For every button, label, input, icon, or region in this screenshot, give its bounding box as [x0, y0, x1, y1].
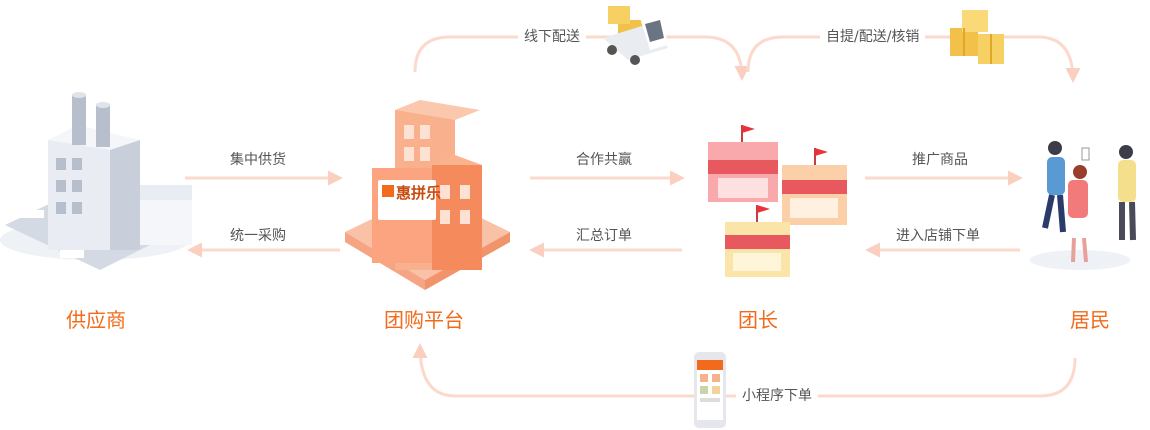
label-miniapp-order: 小程序下单 [736, 387, 818, 405]
delivery-truck-icon [603, 6, 668, 65]
node-supplier: 供应商 [66, 308, 126, 332]
label-leader-to-resident: 推广商品 [906, 151, 974, 169]
boxes-icon [950, 10, 1004, 64]
label-platform-to-supply: 统一采购 [224, 227, 292, 245]
label-offline-delivery: 线下配送 [518, 28, 586, 46]
arrow-pickup-delivery [746, 35, 1081, 83]
factory-icon [0, 92, 192, 270]
label-supply-to-platform: 集中供货 [224, 151, 292, 169]
label-pickup-delivery: 自提/配送/核销 [820, 28, 926, 46]
label-leader-to-platform: 汇总订单 [570, 227, 638, 245]
shop-icon [782, 148, 847, 225]
shop-icon [725, 205, 790, 277]
platform-building-icon [345, 100, 510, 290]
node-leader: 团长 [738, 308, 778, 332]
phone-icon [694, 352, 726, 428]
label-resident-to-leader: 进入店铺下单 [890, 227, 986, 245]
node-resident: 居民 [1070, 308, 1110, 332]
label-platform-to-leader: 合作共赢 [570, 151, 638, 169]
node-platform: 团购平台 [384, 308, 464, 332]
building-sign: 惠拼乐 [396, 184, 442, 202]
arrow-offline-delivery [413, 35, 750, 81]
residents-icon [1030, 141, 1136, 270]
shop-icon [708, 125, 778, 202]
